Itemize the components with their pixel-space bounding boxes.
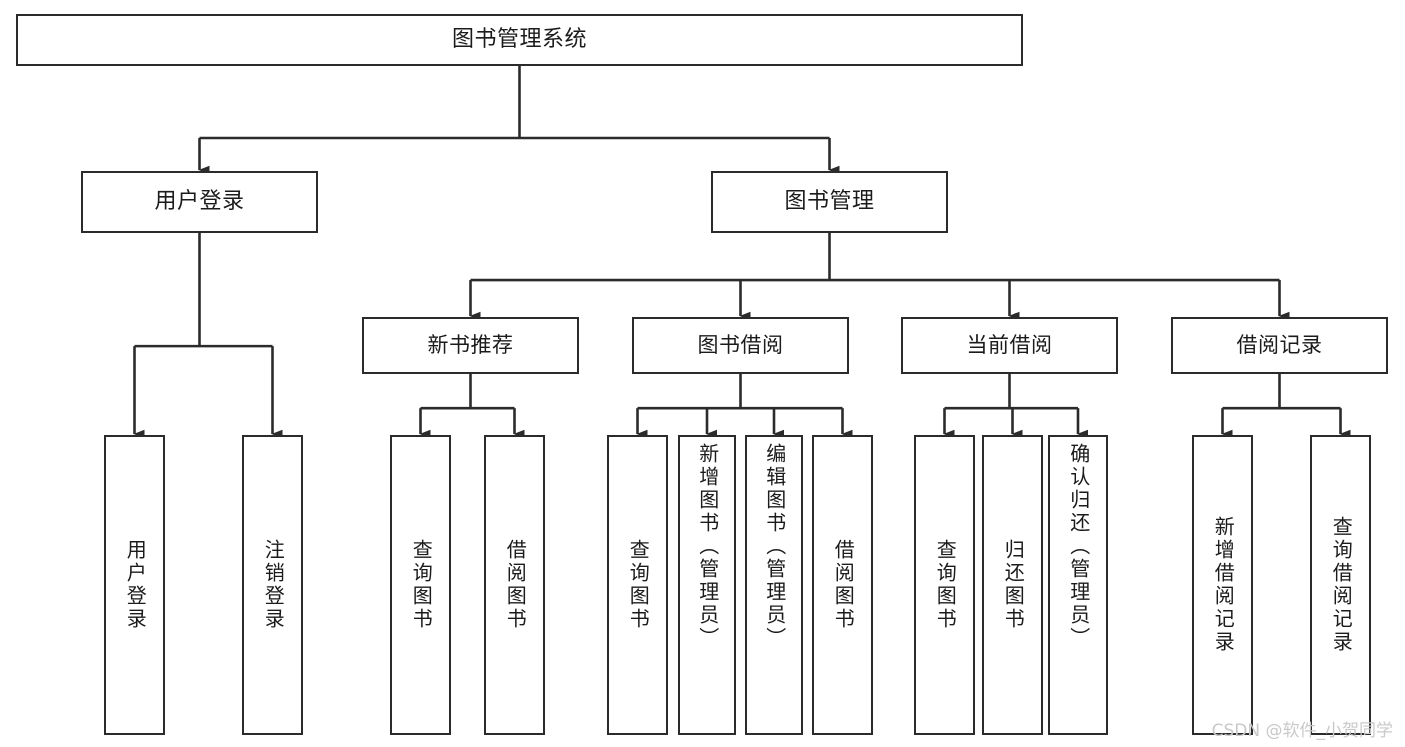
node-label-leaf-return-book: 归还图书 [1001, 539, 1026, 631]
node-label-leaf-borrow-book-1: 借阅图书 [503, 539, 528, 631]
node-label-leaf-borrow-book-2: 借阅图书 [831, 539, 856, 631]
node-label-user-login: 用户登录 [154, 189, 245, 215]
node-label-book-borrow: 图书借阅 [697, 333, 784, 358]
node-leaf-borrow-book-2[interactable]: 借阅图书 [812, 435, 873, 735]
node-book-borrow[interactable]: 图书借阅 [632, 317, 849, 374]
node-leaf-add-book-admin[interactable]: 新增图书（管理员） [678, 435, 736, 735]
node-label-leaf-user-login: 用户登录 [123, 539, 148, 631]
node-label-root: 图书管理系统 [451, 27, 587, 53]
node-label-leaf-query-borrow-record: 查询借阅记录 [1329, 516, 1354, 654]
node-leaf-user-login[interactable]: 用户登录 [104, 435, 165, 735]
node-leaf-edit-book-admin[interactable]: 编辑图书（管理员） [745, 435, 803, 735]
node-leaf-add-borrow-record[interactable]: 新增借阅记录 [1192, 435, 1253, 735]
node-label-leaf-query-book-2: 查询图书 [626, 539, 651, 631]
node-label-borrow-record: 借阅记录 [1236, 333, 1323, 358]
node-leaf-return-book[interactable]: 归还图书 [982, 435, 1043, 735]
node-label-leaf-add-book-admin: 新增图书（管理员） [695, 443, 720, 650]
node-user-login[interactable]: 用户登录 [81, 171, 318, 233]
node-book-manage[interactable]: 图书管理 [711, 171, 948, 233]
csdn-watermark: CSDN @软件_小贺同学 [1211, 721, 1393, 741]
node-root[interactable]: 图书管理系统 [16, 14, 1023, 66]
node-label-leaf-query-book-1: 查询图书 [409, 539, 434, 631]
node-new-book-recommend[interactable]: 新书推荐 [362, 317, 579, 374]
node-current-borrow[interactable]: 当前借阅 [901, 317, 1118, 374]
node-leaf-query-book-1[interactable]: 查询图书 [390, 435, 451, 735]
node-label-leaf-edit-book-admin: 编辑图书（管理员） [762, 443, 787, 650]
node-leaf-query-book-3[interactable]: 查询图书 [914, 435, 975, 735]
node-label-current-borrow: 当前借阅 [966, 333, 1053, 358]
node-label-leaf-confirm-return-admin: 确认归还（管理员） [1066, 443, 1091, 650]
node-borrow-record[interactable]: 借阅记录 [1171, 317, 1388, 374]
node-label-new-book-recommend: 新书推荐 [427, 333, 514, 358]
node-leaf-confirm-return-admin[interactable]: 确认归还（管理员） [1048, 435, 1108, 735]
node-label-leaf-logout-login: 注销登录 [261, 539, 286, 631]
node-label-leaf-query-book-3: 查询图书 [933, 539, 958, 631]
node-leaf-logout-login[interactable]: 注销登录 [242, 435, 303, 735]
node-label-book-manage: 图书管理 [784, 189, 875, 215]
node-label-leaf-add-borrow-record: 新增借阅记录 [1211, 516, 1236, 654]
node-leaf-query-book-2[interactable]: 查询图书 [607, 435, 668, 735]
node-leaf-query-borrow-record[interactable]: 查询借阅记录 [1310, 435, 1371, 735]
node-leaf-borrow-book-1[interactable]: 借阅图书 [484, 435, 545, 735]
